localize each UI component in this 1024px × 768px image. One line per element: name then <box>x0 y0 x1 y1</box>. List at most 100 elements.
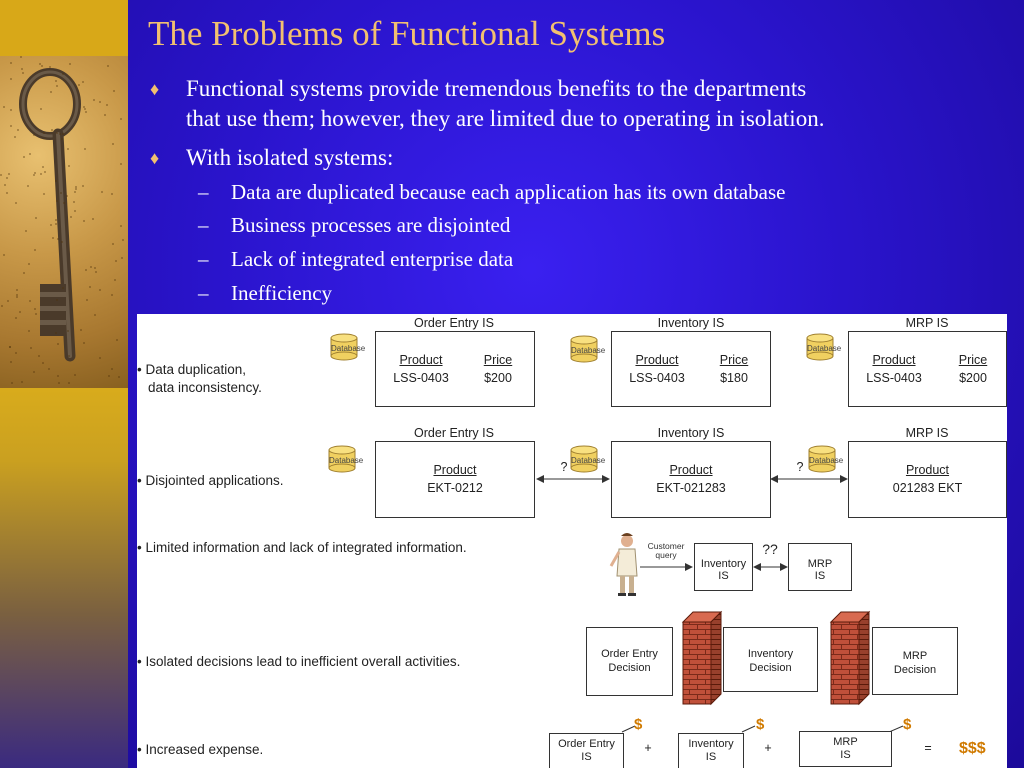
inventory-is-box-2: Product EKT-021283 <box>611 441 771 518</box>
texture-speck <box>52 237 54 239</box>
texture-speck <box>34 249 36 251</box>
texture-speck <box>51 129 53 131</box>
texture-speck <box>99 101 101 103</box>
texture-speck <box>29 300 31 302</box>
database-icon <box>570 335 598 363</box>
database-icon <box>328 445 356 473</box>
texture-speck <box>68 382 70 384</box>
mrp-is-box: Product Price LSS-0403 $200 <box>848 331 1007 407</box>
mrp-is-header: MRP IS <box>905 316 949 330</box>
texture-speck <box>7 300 9 302</box>
texture-speck <box>89 286 91 288</box>
order-entry-is-cost-box: Order Entry IS <box>549 733 624 768</box>
texture-speck <box>78 84 80 86</box>
texture-speck <box>1 305 3 307</box>
customer-person-icon <box>609 533 638 596</box>
mrp-is-header-2: MRP IS <box>905 426 949 440</box>
texture-speck <box>23 272 25 274</box>
texture-speck <box>69 63 71 65</box>
texture-speck <box>108 375 110 377</box>
texture-speck <box>68 355 70 357</box>
texture-speck <box>111 368 113 370</box>
texture-speck <box>83 106 85 108</box>
texture-speck <box>35 313 37 315</box>
texture-speck <box>33 371 35 373</box>
strip-top-block <box>0 0 128 56</box>
diamond-bullet-icon: ♦ <box>150 148 160 168</box>
brick-wall-icon <box>681 610 723 706</box>
inventory-decision-box: Inventory Decision <box>723 627 818 692</box>
texture-speck <box>43 132 45 134</box>
row-label-limited-info: • Limited information and lack of integr… <box>137 540 467 555</box>
texture-speck <box>10 78 12 80</box>
texture-speck <box>42 362 44 364</box>
texture-speck <box>84 108 86 110</box>
texture-speck <box>19 311 21 313</box>
row-label-disjointed: • Disjointed applications. <box>137 473 284 488</box>
texture-speck <box>20 56 22 58</box>
texture-speck <box>118 376 120 378</box>
texture-speck <box>55 180 57 182</box>
key-photo <box>0 56 128 388</box>
brick-wall-icon <box>829 610 871 706</box>
texture-speck <box>44 171 46 173</box>
texture-speck <box>122 239 124 241</box>
texture-speck <box>111 294 113 296</box>
texture-speck <box>62 287 64 289</box>
texture-speck <box>33 134 35 136</box>
texture-speck <box>55 223 57 225</box>
texture-speck <box>74 374 76 376</box>
order-entry-is-header: Order Entry IS <box>414 316 494 330</box>
texture-speck <box>56 299 58 301</box>
mrp-is-cost-box: MRP IS <box>799 731 892 767</box>
row-label-isolated-decisions: • Isolated decisions lead to inefficient… <box>137 654 461 669</box>
texture-speck <box>94 267 96 269</box>
order-entry-is-header-2: Order Entry IS <box>414 426 494 440</box>
texture-speck <box>49 66 51 68</box>
texture-speck <box>84 148 86 150</box>
texture-speck <box>55 219 57 221</box>
question-mark: ? <box>560 460 568 474</box>
texture-speck <box>112 243 114 245</box>
double-question-mark: ?? <box>762 541 778 557</box>
texture-speck <box>99 357 101 359</box>
texture-speck <box>94 314 96 316</box>
mrp-is-small-box: MRP IS <box>788 543 852 591</box>
texture-speck <box>62 133 64 135</box>
texture-speck <box>39 63 41 65</box>
texture-speck <box>59 133 61 135</box>
texture-speck <box>55 332 57 334</box>
texture-speck <box>61 138 63 140</box>
texture-speck <box>10 361 12 363</box>
database-icon <box>570 445 598 473</box>
bullet-2: ♦ With isolated systems: <box>150 143 650 173</box>
texture-speck <box>29 153 31 155</box>
texture-speck <box>120 118 122 120</box>
texture-speck <box>3 106 5 108</box>
customer-query-label: Customer query <box>647 541 685 560</box>
database-icon <box>330 333 358 361</box>
texture-speck <box>83 220 85 222</box>
texture-speck <box>106 104 108 106</box>
slide-title: The Problems of Functional Systems <box>148 14 666 53</box>
texture-speck <box>16 296 18 298</box>
texture-speck <box>90 266 92 268</box>
order-entry-is-box: Product Price LSS-0403 $200 <box>375 331 535 407</box>
order-entry-is-box-2: Product EKT-0212 <box>375 441 535 518</box>
texture-speck <box>35 217 37 219</box>
bullet-1-line-2: that use them; however, they are limited… <box>186 106 825 131</box>
texture-speck <box>101 191 103 193</box>
equals-sign: = <box>924 741 932 755</box>
texture-speck <box>23 156 25 158</box>
order-entry-decision-box: Order Entry Decision <box>586 627 673 696</box>
texture-speck <box>67 330 69 332</box>
inventory-is-small-box: Inventory IS <box>694 543 753 591</box>
texture-speck <box>74 191 76 193</box>
plus-sign: + <box>764 741 772 755</box>
texture-speck <box>15 317 17 319</box>
texture-speck <box>68 165 70 167</box>
database-icon <box>806 333 834 361</box>
texture-speck <box>50 91 52 93</box>
texture-speck <box>80 329 82 331</box>
total-cost: $$$ <box>959 740 986 757</box>
